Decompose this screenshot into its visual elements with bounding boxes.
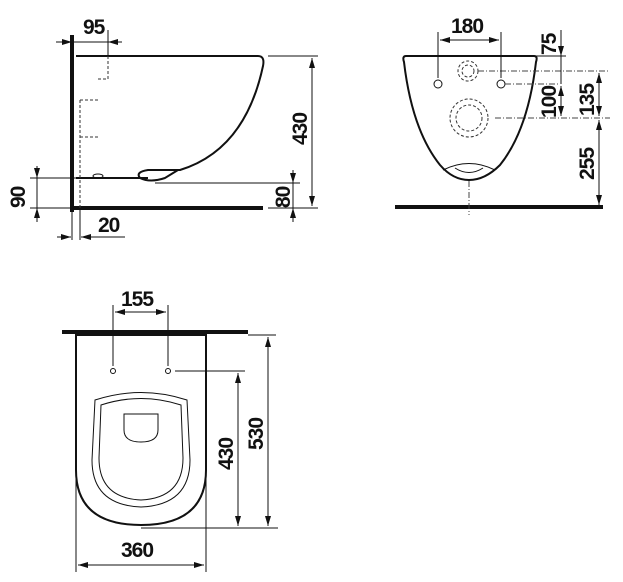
dim-255-label: 255 <box>576 147 599 180</box>
bowl-opening <box>123 413 159 443</box>
dim-80-label: 80 <box>272 186 295 208</box>
bowl-top-outline <box>75 334 207 527</box>
bowl-side-outline <box>76 55 265 182</box>
inlet <box>92 173 104 179</box>
dim-75-label: 75 <box>538 32 561 55</box>
dim-100-label: 100 <box>538 86 561 118</box>
dim-95-label: 95 <box>83 16 106 39</box>
seat-outer <box>91 392 191 508</box>
fixing-hole-right <box>165 368 171 374</box>
hidden-lines <box>79 56 109 208</box>
seat-inner <box>98 398 184 501</box>
side-view: 95 430 80 90 20 <box>7 16 318 240</box>
dim-20-label: 20 <box>98 214 120 237</box>
rim-outlet <box>442 163 496 173</box>
bowl-front-outline <box>402 55 538 182</box>
dim-180-label: 180 <box>451 15 483 38</box>
dim-135-label: 135 <box>576 83 599 116</box>
dim-155-label: 155 <box>121 288 154 311</box>
dim-430-side-label: 430 <box>289 113 312 145</box>
fixing-hole-left <box>433 79 443 89</box>
fixing-hole-left <box>110 368 116 374</box>
front-view: 180 75 100 135 255 <box>395 15 610 215</box>
top-view: 155 430 530 360 <box>62 288 278 572</box>
waste-outlet <box>449 98 489 138</box>
dim-430-top-label: 430 <box>215 438 238 470</box>
dim-360-label: 360 <box>121 539 153 562</box>
dim-90-label: 90 <box>7 186 30 208</box>
dim-530-label: 530 <box>245 418 268 450</box>
